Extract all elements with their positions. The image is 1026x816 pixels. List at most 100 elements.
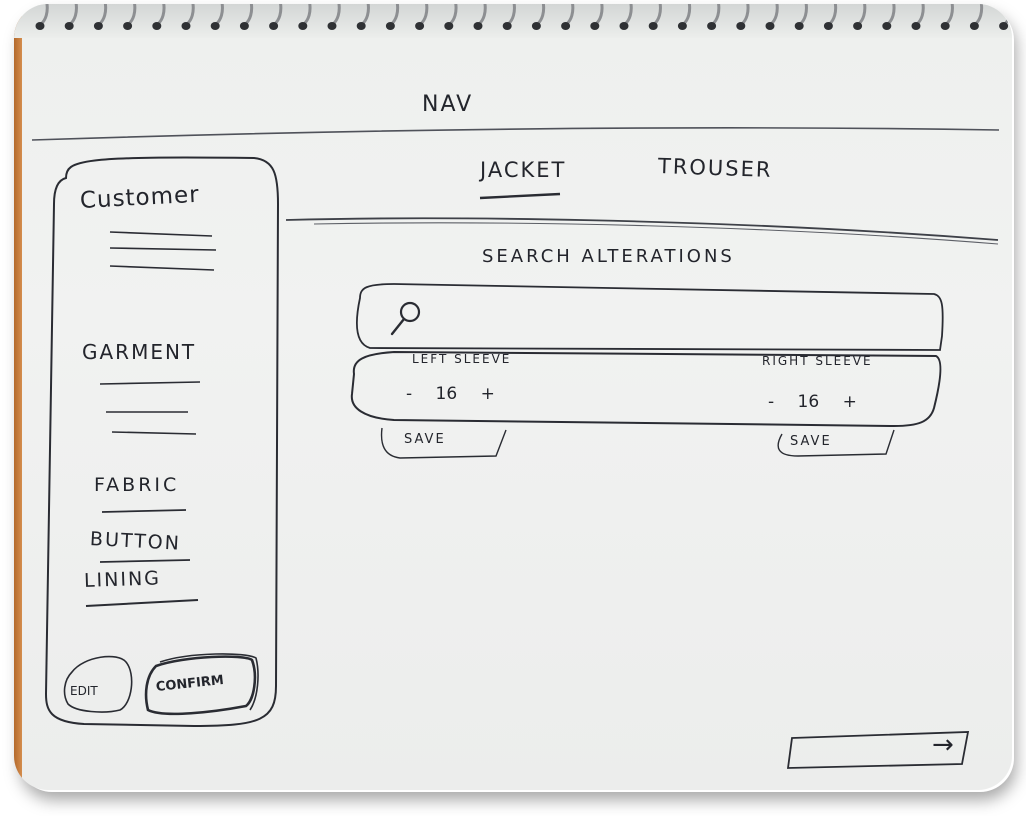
- customer-line-1: [109, 231, 213, 237]
- binding-hole: [239, 22, 249, 30]
- tab-jacket[interactable]: Jacket: [480, 158, 567, 182]
- binding-hole: [794, 22, 804, 30]
- binding-ring: [973, 4, 984, 26]
- sleeve-panel-outline: [350, 350, 942, 428]
- binding-ring: [214, 4, 224, 26]
- binding-hole: [882, 22, 892, 30]
- wireframe-page: NAV Jacket Trouser Customer Garment Fabr…: [14, 4, 1012, 790]
- sidebar-item-button[interactable]: Button: [89, 528, 182, 555]
- binding-ring: [798, 4, 808, 26]
- binding-hole: [502, 22, 512, 30]
- binding-ring: [769, 4, 779, 26]
- binding-ring: [915, 4, 925, 26]
- right-sleeve-decrement-button[interactable]: -: [768, 392, 775, 412]
- binding-hole: [327, 22, 337, 30]
- binding-hole: [93, 22, 103, 30]
- binding-hole: [473, 22, 483, 30]
- binding-hole: [444, 22, 454, 30]
- left-sleeve-value: 16: [435, 384, 458, 404]
- search-input[interactable]: [366, 290, 940, 346]
- next-button-outline: [786, 731, 970, 769]
- header-divider: [31, 127, 1000, 141]
- binding-ring: [273, 4, 283, 26]
- binding-ring: [886, 4, 896, 26]
- tab-trouser[interactable]: Trouser: [657, 154, 773, 182]
- sketch-ink-layer: [31, 4, 1012, 769]
- binding-ring: [419, 4, 429, 26]
- edit-button[interactable]: EDIT: [70, 684, 98, 698]
- binding-ring: [331, 4, 341, 26]
- binding-hole: [269, 22, 279, 30]
- binding-ring: [944, 4, 954, 26]
- binding-hole: [356, 22, 366, 30]
- binding-hole: [298, 22, 308, 30]
- binding-ring: [302, 4, 312, 26]
- section-title: SEARCH ALTERATIONS: [482, 246, 735, 267]
- save-right-outline: [777, 429, 895, 457]
- confirm-button-outline-2: [159, 653, 259, 711]
- garment-line-1: [99, 381, 201, 385]
- right-sleeve-value: 16: [797, 392, 820, 412]
- customer-line-2: [109, 247, 217, 251]
- sidebar-frame: [44, 156, 280, 728]
- binding-ring: [477, 4, 487, 26]
- spiral-binding-strip: [14, 4, 1012, 38]
- left-sleeve-stepper: - 16 +: [398, 384, 503, 404]
- binding-ring: [711, 4, 721, 26]
- left-sleeve-save-button[interactable]: SAVE: [404, 432, 446, 447]
- binding-hole: [765, 22, 775, 30]
- binding-ring: [565, 4, 575, 26]
- fabric-underline: [101, 509, 187, 513]
- notebook-cover-edge: [14, 4, 22, 790]
- spiral-binding: [35, 4, 1012, 30]
- binding-hole: [64, 22, 74, 30]
- binding-ring: [127, 4, 137, 26]
- binding-hole: [152, 22, 162, 30]
- tab-bar-divider: [285, 217, 999, 241]
- sidebar-section-garment: Garment: [82, 340, 197, 364]
- edit-button-outline: [63, 655, 133, 713]
- binding-ring: [827, 4, 838, 26]
- binding-hole: [853, 22, 863, 30]
- right-sleeve-label: RIGHT SLEEVE: [762, 354, 873, 368]
- binding-hole: [940, 22, 950, 30]
- next-button[interactable]: →: [786, 726, 972, 768]
- arrow-right-icon: →: [932, 730, 954, 760]
- tab-jacket-underline: [479, 192, 561, 200]
- binding-ring: [506, 4, 516, 26]
- binding-ring: [448, 4, 458, 26]
- nav-title: NAV: [422, 92, 474, 117]
- save-left-outline: [380, 427, 507, 459]
- binding-ring: [623, 4, 633, 26]
- right-sleeve-stepper: - 16 +: [760, 392, 865, 412]
- binding-ring: [652, 4, 662, 26]
- binding-hole: [210, 22, 220, 30]
- binding-ring: [740, 4, 750, 26]
- binding-ring: [185, 4, 195, 26]
- button-underline: [99, 559, 191, 563]
- binding-hole: [619, 22, 629, 30]
- left-sleeve-decrement-button[interactable]: -: [406, 384, 413, 404]
- binding-hole: [999, 22, 1009, 30]
- binding-ring: [681, 4, 692, 26]
- binding-hole: [648, 22, 658, 30]
- binding-hole: [677, 22, 687, 30]
- binding-hole: [415, 22, 425, 30]
- binding-hole: [590, 22, 600, 30]
- tab-bar-divider-2: [313, 222, 999, 245]
- binding-ring: [97, 4, 108, 26]
- binding-hole: [385, 22, 395, 30]
- left-sleeve-label: LEFT SLEEVE: [412, 352, 512, 366]
- sidebar-item-lining[interactable]: Lining: [83, 567, 162, 592]
- right-sleeve-increment-button[interactable]: +: [842, 392, 857, 412]
- binding-ring: [1003, 4, 1012, 26]
- search-icon: [390, 301, 421, 336]
- right-sleeve-save-button[interactable]: SAVE: [790, 434, 832, 449]
- binding-hole: [123, 22, 133, 30]
- search-bar-outline: [355, 283, 944, 351]
- binding-ring: [389, 4, 400, 26]
- sidebar-item-fabric[interactable]: Fabric: [94, 474, 180, 496]
- left-sleeve-increment-button[interactable]: +: [480, 384, 495, 404]
- customer-line-3: [109, 265, 215, 271]
